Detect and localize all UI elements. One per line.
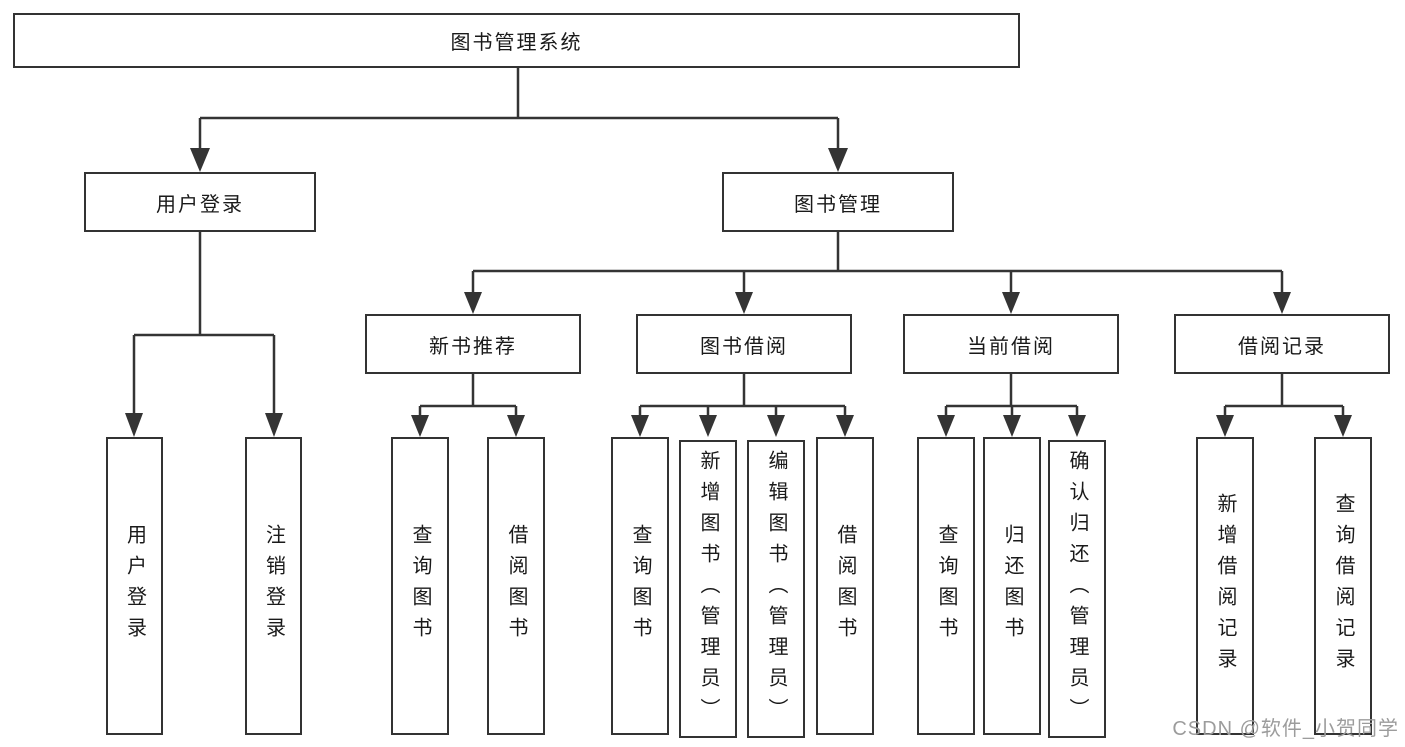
leaf-query-books-1: 查询图书 (391, 437, 449, 735)
arrowhead (767, 415, 785, 437)
leaf-borrow-books-2: 借阅图书 (816, 437, 874, 735)
arrowhead (1273, 292, 1291, 314)
leaf-query-books-3: 查询图书 (917, 437, 975, 735)
node-book-borrow: 图书借阅 (636, 314, 852, 374)
leaf-confirm-return-admin: 确认归还（管理员） (1048, 440, 1106, 738)
connector-user-login-to-leaves (125, 232, 283, 437)
leaf-return-books: 归还图书 (983, 437, 1041, 735)
connector-book-borrow-to-leaves (631, 374, 854, 437)
arrowhead (937, 415, 955, 437)
arrowhead (507, 415, 525, 437)
arrowhead (631, 415, 649, 437)
connector-new-book-rec-to-leaves (411, 374, 525, 437)
leaf-logout: 注销登录 (245, 437, 302, 735)
leaf-add-borrow-record: 新增借阅记录 (1196, 437, 1254, 735)
leaf-add-books-admin: 新增图书（管理员） (679, 440, 737, 738)
arrowhead (1216, 415, 1234, 437)
arrowhead (1334, 415, 1352, 437)
leaf-user-login: 用户登录 (106, 437, 163, 735)
arrowhead (125, 413, 143, 437)
connector-root-to-level2 (190, 68, 848, 172)
arrowhead (464, 292, 482, 314)
node-book-mgmt: 图书管理 (722, 172, 954, 232)
arrowhead (828, 148, 848, 172)
arrowhead (699, 415, 717, 437)
leaf-query-books-2: 查询图书 (611, 437, 669, 735)
arrowhead (411, 415, 429, 437)
arrowhead (836, 415, 854, 437)
node-new-book-rec: 新书推荐 (365, 314, 581, 374)
arrowhead (265, 413, 283, 437)
node-current-borrow: 当前借阅 (903, 314, 1119, 374)
arrowhead (190, 148, 210, 172)
node-root: 图书管理系统 (13, 13, 1020, 68)
connector-current-borrow-to-leaves (937, 374, 1086, 437)
arrowhead (1068, 415, 1086, 437)
arrowhead (1002, 292, 1020, 314)
arrowhead (1003, 415, 1021, 437)
arrowhead (735, 292, 753, 314)
node-borrow-records: 借阅记录 (1174, 314, 1390, 374)
leaf-borrow-books-1: 借阅图书 (487, 437, 545, 735)
node-user-login: 用户登录 (84, 172, 316, 232)
leaf-edit-books-admin: 编辑图书（管理员） (747, 440, 805, 738)
csdn-watermark: CSDN @软件_小贺同学 (1172, 718, 1399, 740)
leaf-query-borrow-record: 查询借阅记录 (1314, 437, 1372, 735)
connector-borrow-records-to-leaves (1216, 374, 1352, 437)
connector-book-mgmt-to-level3 (464, 232, 1291, 314)
